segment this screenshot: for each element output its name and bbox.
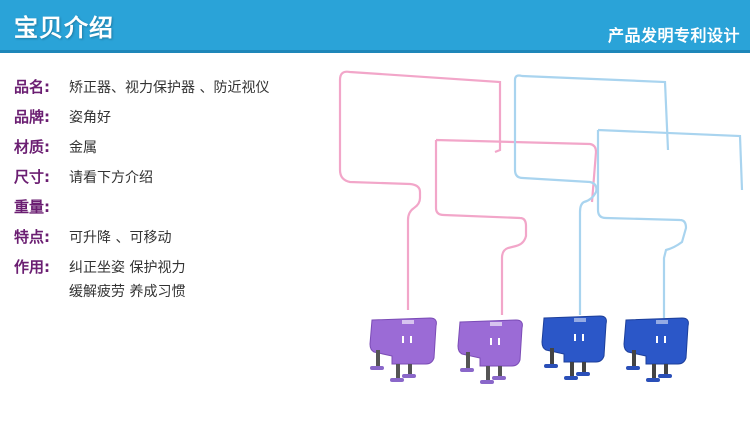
rod-blue-1 xyxy=(513,74,670,315)
spec-label: 材质: xyxy=(14,138,50,156)
clamp-purple-2 xyxy=(457,319,523,384)
spec-label: 特点: xyxy=(14,228,50,246)
spec-label: 作用: xyxy=(14,258,50,276)
spec-value: 金属 xyxy=(69,140,97,156)
spec-value: 姿角好 xyxy=(69,110,111,126)
spec-value: 纠正坐姿 保护视力 xyxy=(69,260,186,276)
clamp-blue-1 xyxy=(541,315,607,380)
header-banner: 宝贝介绍 产品发明专利设计 xyxy=(0,0,750,53)
spec-row-name: 品名: 矫正器、视力保护器 、防近视仪 xyxy=(14,76,344,106)
spec-row-size: 尺寸: 请看下方介绍 xyxy=(14,166,344,196)
spec-value: 请看下方介绍 xyxy=(69,170,153,186)
spec-label: 品牌: xyxy=(14,108,50,126)
spec-row-features: 特点: 可升降 、可移动 xyxy=(14,226,344,256)
spec-row-material: 材质: 金属 xyxy=(14,136,344,166)
spec-label: 重量: xyxy=(14,198,50,216)
page-title: 宝贝介绍 xyxy=(14,14,114,42)
product-image xyxy=(338,70,744,384)
clamp-purple-1 xyxy=(369,317,437,382)
spec-label: 尺寸: xyxy=(14,168,50,186)
header-tagline: 产品发明专利设计 xyxy=(607,26,740,45)
clamp-blue-2 xyxy=(623,317,689,382)
spec-row-function: 作用: 纠正坐姿 保护视力 缓解疲劳 养成习惯 xyxy=(14,256,344,300)
rod-pink-1 xyxy=(338,70,502,310)
spec-value: 可升降 、可移动 xyxy=(69,230,172,246)
rod-blue-2 xyxy=(596,128,744,318)
spec-row-weight: 重量: xyxy=(14,196,344,226)
spec-list: 品名: 矫正器、视力保护器 、防近视仪 品牌: 姿角好 材质: 金属 尺寸: 请… xyxy=(14,76,344,300)
spec-value-line2: 缓解疲劳 养成习惯 xyxy=(69,284,186,300)
rod-pink-2 xyxy=(434,138,598,315)
spec-label: 品名: xyxy=(14,78,50,96)
spec-row-brand: 品牌: 姿角好 xyxy=(14,106,344,136)
spec-value: 矫正器、视力保护器 、防近视仪 xyxy=(69,80,270,96)
